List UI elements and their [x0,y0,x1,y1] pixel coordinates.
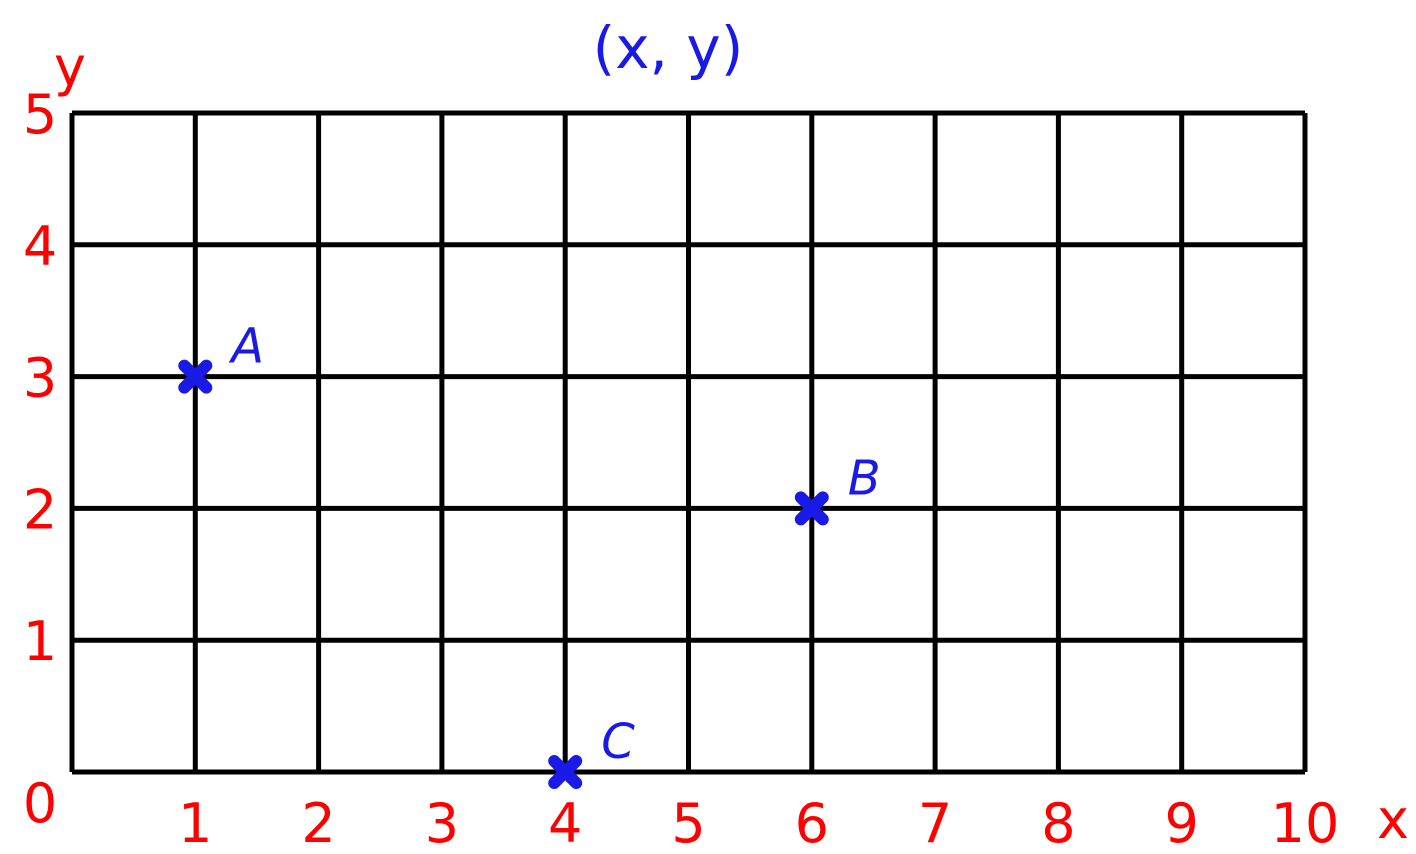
plotted-points: A B C [178,319,881,789]
x-tick-labels: 1 2 3 4 5 6 7 8 9 10 [178,792,1339,854]
x-tick-label: 4 [548,792,582,854]
x-tick-label: 7 [918,792,952,854]
x-tick-label: 8 [1041,792,1075,854]
grid [69,110,1308,775]
x-tick-label: 9 [1165,792,1199,854]
x-tick-label: 1 [178,792,212,854]
y-tick-label: 2 [23,478,57,541]
y-tick-labels: 1 2 3 4 5 [23,83,57,673]
x-tick-label: 5 [671,792,705,854]
diagram-title: (x, y) [593,14,744,82]
x-axis-label: x [1377,788,1409,851]
y-tick-label: 5 [23,83,57,146]
x-tick-label: 3 [425,792,459,854]
point-marker-b [794,491,829,526]
point-label-b: B [848,450,881,506]
point-label-a: A [228,319,264,375]
y-axis-label: y [54,35,86,98]
point-marker-a [178,359,213,394]
y-tick-label: 4 [23,215,57,278]
y-tick-label: 3 [23,347,57,410]
x-tick-label: 2 [301,792,335,854]
x-tick-label: 10 [1271,792,1340,854]
point-label-c: C [601,714,635,770]
origin-label: 0 [23,772,57,835]
y-tick-label: 1 [23,610,57,673]
x-tick-label: 6 [795,792,829,854]
point-marker-c [548,755,583,789]
